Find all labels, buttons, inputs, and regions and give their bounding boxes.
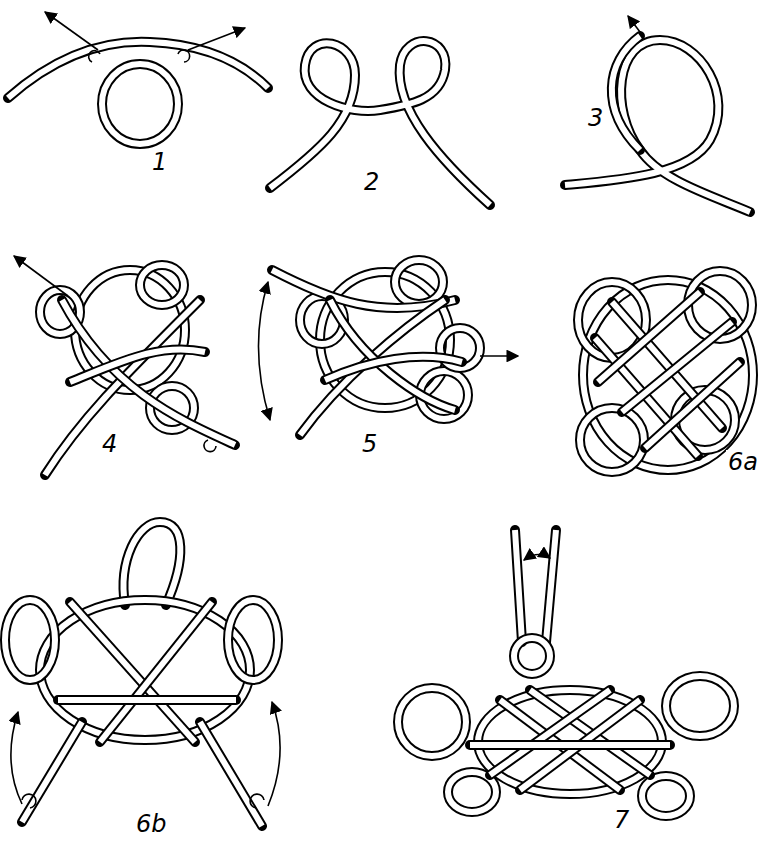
knot-step-5-stroke bbox=[325, 357, 462, 380]
knot-step-6b-stroke bbox=[5, 600, 55, 680]
step-number: 4 bbox=[100, 432, 119, 456]
knot-step-7-stroke bbox=[490, 690, 610, 775]
knot-step-5-stroke bbox=[258, 282, 270, 420]
step-number: 7 bbox=[612, 808, 631, 832]
knot-step-6b-stroke bbox=[58, 695, 236, 705]
knot-step-3-stroke bbox=[612, 36, 640, 150]
knot-step-6b-stroke bbox=[228, 600, 278, 680]
knot-step-6a-stroke bbox=[622, 322, 732, 412]
knot-step-6b-stroke bbox=[22, 794, 36, 808]
knot-step-6b-stroke bbox=[22, 722, 82, 822]
knot-step-2-stroke bbox=[270, 41, 490, 205]
knot-step-7-stroke bbox=[666, 676, 734, 736]
knot-step-6a-stroke bbox=[583, 280, 753, 470]
knot-step-2-stroke bbox=[270, 41, 490, 205]
knot-step-4-stroke bbox=[45, 300, 200, 475]
knot-step-7-stroke bbox=[642, 776, 690, 816]
knot-step-7-stroke bbox=[490, 690, 610, 775]
knot-step-6b-stroke bbox=[124, 522, 181, 605]
knot-step-7-stroke bbox=[398, 688, 466, 756]
knot-step-1 bbox=[8, 12, 268, 144]
knot-step-6b-stroke bbox=[250, 794, 264, 808]
knot-step-6a-stroke bbox=[598, 292, 700, 382]
knot-step-1-stroke bbox=[89, 51, 100, 62]
knot-step-5-stroke bbox=[395, 260, 443, 304]
knot-step-6b-stroke bbox=[5, 600, 55, 680]
knot-step-7-stroke bbox=[514, 638, 550, 674]
step-number: 3 bbox=[586, 106, 605, 130]
knot-step-3-stroke bbox=[612, 36, 640, 150]
knot-step-7-stroke bbox=[470, 742, 670, 748]
knot-step-2 bbox=[270, 41, 490, 205]
knot-step-7-stroke bbox=[470, 740, 670, 750]
knot-step-6b-stroke bbox=[200, 722, 262, 826]
step-number: 5 bbox=[360, 432, 379, 456]
knot-step-6b-stroke bbox=[40, 600, 250, 740]
knot-step-6b bbox=[5, 522, 280, 826]
knot-step-4-stroke bbox=[62, 300, 235, 445]
knot-step-6b-stroke bbox=[268, 702, 280, 806]
knot-step-6a-stroke bbox=[645, 362, 740, 448]
knot-step-4-stroke bbox=[14, 256, 68, 296]
knot-step-6a bbox=[578, 271, 753, 472]
knot-step-5-stroke bbox=[325, 357, 462, 380]
knot-step-7-stroke bbox=[515, 530, 522, 642]
knot-step-3 bbox=[565, 16, 750, 212]
step-number: 2 bbox=[362, 170, 381, 194]
knot-step-6a-stroke bbox=[580, 408, 644, 472]
knot-step-6a-stroke bbox=[583, 280, 753, 470]
knot-step-7-stroke bbox=[546, 530, 556, 642]
knot-step-5-stroke bbox=[272, 270, 455, 308]
knot-step-6a-stroke bbox=[645, 362, 740, 448]
knot-step-4-stroke bbox=[45, 300, 200, 475]
knot-step-7-stroke bbox=[546, 530, 556, 642]
knot-step-4-stroke bbox=[70, 349, 205, 382]
step-number: 6a bbox=[726, 450, 760, 474]
knot-step-7-stroke bbox=[514, 638, 550, 674]
knot-step-5-stroke bbox=[395, 260, 443, 304]
knot-step-6b-stroke bbox=[22, 722, 82, 822]
knot-step-3-stroke bbox=[565, 40, 750, 212]
knot-step-6a-stroke bbox=[580, 408, 644, 472]
knot-step-1-stroke bbox=[8, 42, 268, 98]
knot-step-6a-stroke bbox=[598, 292, 700, 382]
knot-step-6b-stroke bbox=[228, 600, 278, 680]
knot-step-3-stroke bbox=[628, 16, 640, 32]
knot-step-7-stroke bbox=[398, 688, 466, 756]
knot-step-6a-stroke bbox=[622, 322, 732, 412]
knot-step-7 bbox=[398, 530, 734, 816]
knot-step-1-stroke bbox=[178, 50, 190, 62]
knot-step-5-stroke bbox=[272, 270, 455, 308]
knot-step-6b-stroke bbox=[124, 522, 181, 605]
knot-step-7-stroke bbox=[642, 776, 690, 816]
knot-step-6b-stroke bbox=[11, 712, 22, 804]
knot-step-6b-stroke bbox=[58, 697, 236, 703]
knot-step-7-stroke bbox=[666, 676, 734, 736]
knot-step-1-stroke bbox=[8, 42, 268, 98]
knot-step-3-stroke bbox=[565, 40, 750, 212]
knot-step-6b-stroke bbox=[70, 602, 195, 742]
knot-step-4-stroke bbox=[62, 300, 235, 445]
knot-step-1-stroke bbox=[45, 12, 98, 50]
knot-step-4-stroke bbox=[140, 265, 184, 305]
knot-step-1-stroke bbox=[188, 28, 245, 50]
knot-step-4-stroke bbox=[204, 440, 216, 452]
step-number: 1 bbox=[150, 150, 169, 174]
knot-step-1-stroke bbox=[102, 64, 178, 144]
knot-step-5 bbox=[258, 260, 518, 435]
knot-step-6b-stroke bbox=[40, 600, 250, 740]
knot-step-4-stroke bbox=[140, 265, 184, 305]
knot-step-5-stroke bbox=[480, 355, 518, 357]
knot-step-4-stroke bbox=[70, 349, 205, 382]
step-number: 6b bbox=[134, 812, 169, 836]
knot-step-1-stroke bbox=[102, 64, 178, 144]
knot-step-7-stroke bbox=[515, 530, 522, 642]
knot-step-7-stroke bbox=[524, 554, 550, 560]
knot-step-4 bbox=[14, 256, 235, 475]
knot-step-6b-stroke bbox=[70, 602, 195, 742]
knot-step-6b-stroke bbox=[200, 722, 262, 826]
